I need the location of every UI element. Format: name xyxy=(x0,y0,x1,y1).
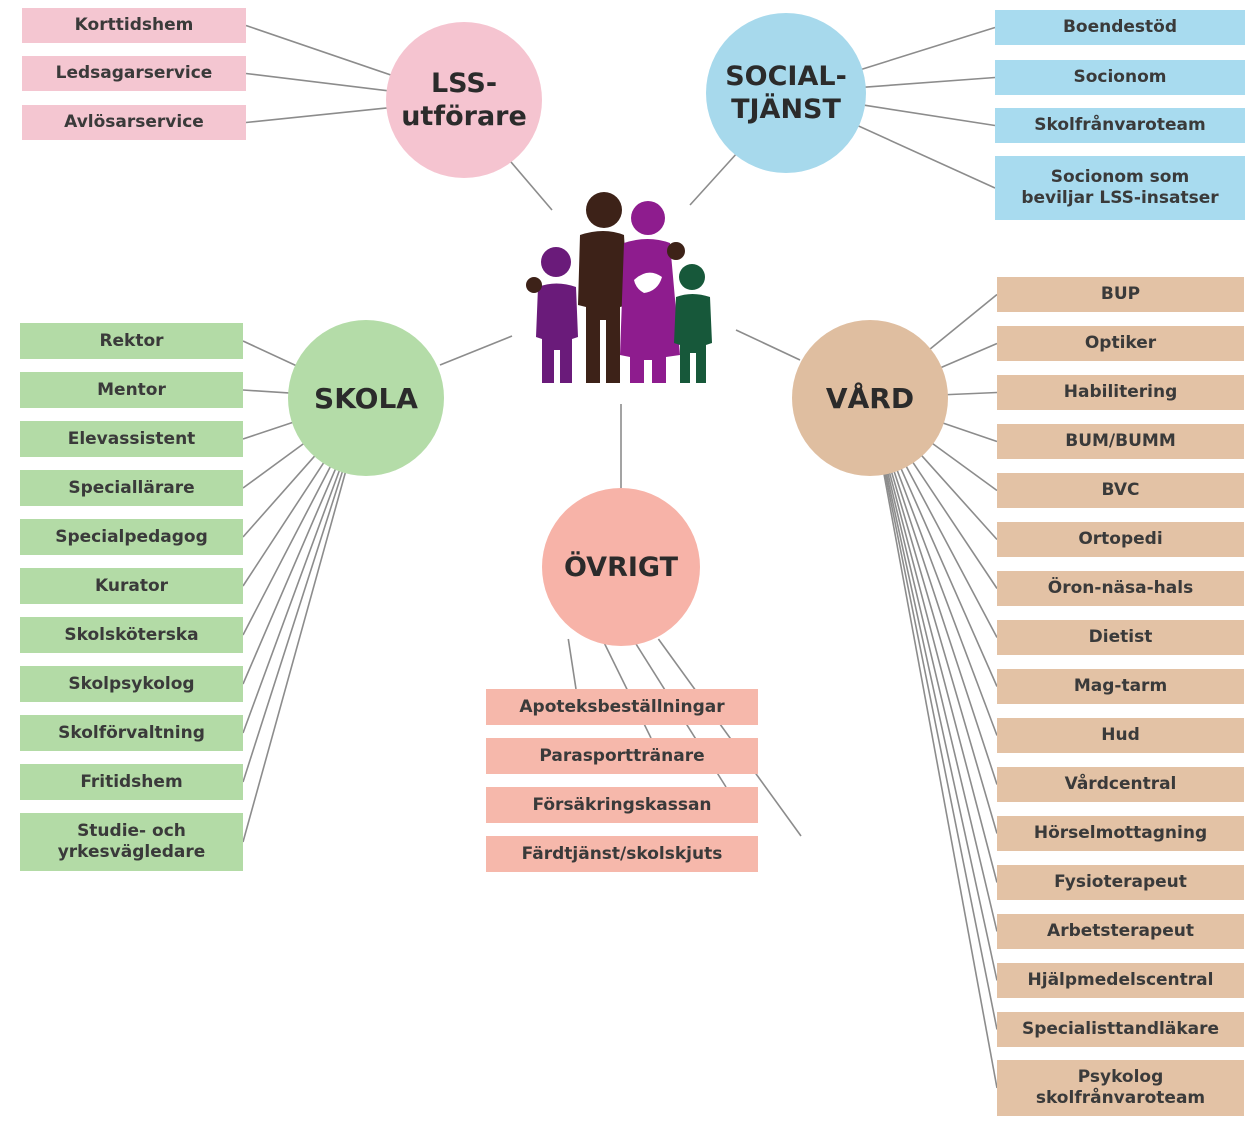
lss-item: Avlösarservice xyxy=(22,105,246,140)
connector-line xyxy=(851,122,996,189)
vard-item: Psykolog skolfrånvaroteam xyxy=(997,1060,1244,1116)
connector-line xyxy=(883,468,998,1030)
ovrigt-item: Försäkringskassan xyxy=(486,787,758,823)
connector-line xyxy=(898,463,998,687)
vard-item: Öron-näsa-hals xyxy=(997,571,1244,606)
vard-item: Optiker xyxy=(997,326,1244,361)
skola-item: Fritidshem xyxy=(20,764,243,800)
connector-line xyxy=(937,420,998,443)
skola-item: Kurator xyxy=(20,568,243,604)
skola-item: Elevassistent xyxy=(20,421,243,457)
center-connector-line xyxy=(504,154,553,211)
center-connector-line xyxy=(689,151,739,206)
lss-hub: LSS- utförare xyxy=(386,22,542,178)
vard-item: Habilitering xyxy=(997,375,1244,410)
connector-line xyxy=(909,457,998,589)
social-item: Socionom som beviljar LSS-insatser xyxy=(995,156,1245,220)
center-connector-line xyxy=(439,335,513,366)
family-icon xyxy=(526,192,712,383)
vard-item: Vårdcentral xyxy=(997,767,1244,802)
skola-item: Skolsköterska xyxy=(20,617,243,653)
social-item: Socionom xyxy=(995,60,1245,95)
connector-line xyxy=(889,466,998,834)
connector-line xyxy=(882,468,998,1089)
skola-item: Studie- och yrkesvägledare xyxy=(20,813,243,871)
skola-item: Specialpedagog xyxy=(20,519,243,555)
ovrigt-hub: ÖVRIGT xyxy=(542,488,700,646)
vard-item: Mag-tarm xyxy=(997,669,1244,704)
connector-line xyxy=(242,463,339,685)
magenta-adult-figure xyxy=(620,201,685,383)
vard-item: Specialisttandläkare xyxy=(997,1012,1244,1047)
green-child-figure xyxy=(674,264,712,383)
skola-item: Skolpsykolog xyxy=(20,666,243,702)
vard-item: BVC xyxy=(997,473,1244,508)
connector-line xyxy=(925,293,998,354)
connector-line xyxy=(242,461,334,636)
connector-line xyxy=(242,457,328,587)
vard-item: Arbetsterapeut xyxy=(997,914,1244,949)
skola-hub: SKOLA xyxy=(288,320,444,476)
connector-line xyxy=(242,451,319,538)
brown-adult-figure xyxy=(578,192,628,383)
social-hub: SOCIAL- TJÄNST xyxy=(706,13,866,173)
connector-line xyxy=(917,451,998,541)
vard-item: Fysioterapeut xyxy=(997,865,1244,900)
skola-item: Speciallärare xyxy=(20,470,243,506)
connector-line xyxy=(245,72,393,93)
connector-line xyxy=(242,465,342,734)
connector-line xyxy=(242,420,298,440)
connector-line xyxy=(885,467,998,932)
lss-item: Korttidshem xyxy=(22,8,246,43)
center-connector-line xyxy=(735,329,801,361)
connector-line xyxy=(242,467,348,843)
ovrigt-item: Parasporttränare xyxy=(486,738,758,774)
connector-line xyxy=(245,106,393,124)
vard-item: Hud xyxy=(997,718,1244,753)
connector-line xyxy=(857,103,996,127)
connector-line xyxy=(941,391,998,396)
vard-item: BUP xyxy=(997,277,1244,312)
connector-line xyxy=(891,466,998,785)
connector-line xyxy=(854,26,996,73)
connector-line xyxy=(242,439,309,489)
connector-line xyxy=(903,461,998,638)
vard-item: BUM/BUMM xyxy=(997,424,1244,459)
skola-item: Mentor xyxy=(20,372,243,408)
connector-line xyxy=(857,76,996,89)
vard-hub: VÅRD xyxy=(792,320,948,476)
vard-item: Ortopedi xyxy=(997,522,1244,557)
vard-item: Dietist xyxy=(997,620,1244,655)
vard-item: Hjälpmedelscentral xyxy=(997,963,1244,998)
connector-line xyxy=(242,466,345,783)
social-item: Boendestöd xyxy=(995,10,1245,45)
purple-child-figure xyxy=(526,247,578,383)
ovrigt-item: Apoteksbeställningar xyxy=(486,689,758,725)
connector-line xyxy=(657,638,802,837)
connector-line xyxy=(242,389,295,395)
skola-item: Rektor xyxy=(20,323,243,359)
connector-line xyxy=(887,467,998,883)
connector-line xyxy=(567,638,577,690)
connector-line xyxy=(935,342,998,371)
skola-item: Skolförvaltning xyxy=(20,715,243,751)
vard-item: Hörselmottagning xyxy=(997,816,1244,851)
connector-line xyxy=(245,24,397,78)
connector-line xyxy=(242,340,302,369)
social-item: Skolfrånvaroteam xyxy=(995,108,1245,143)
connector-line xyxy=(894,465,998,736)
ovrigt-item: Färdtjänst/skolskjuts xyxy=(486,836,758,872)
connector-line xyxy=(884,468,998,981)
lss-item: Ledsagarservice xyxy=(22,56,246,91)
connector-line xyxy=(927,439,998,492)
